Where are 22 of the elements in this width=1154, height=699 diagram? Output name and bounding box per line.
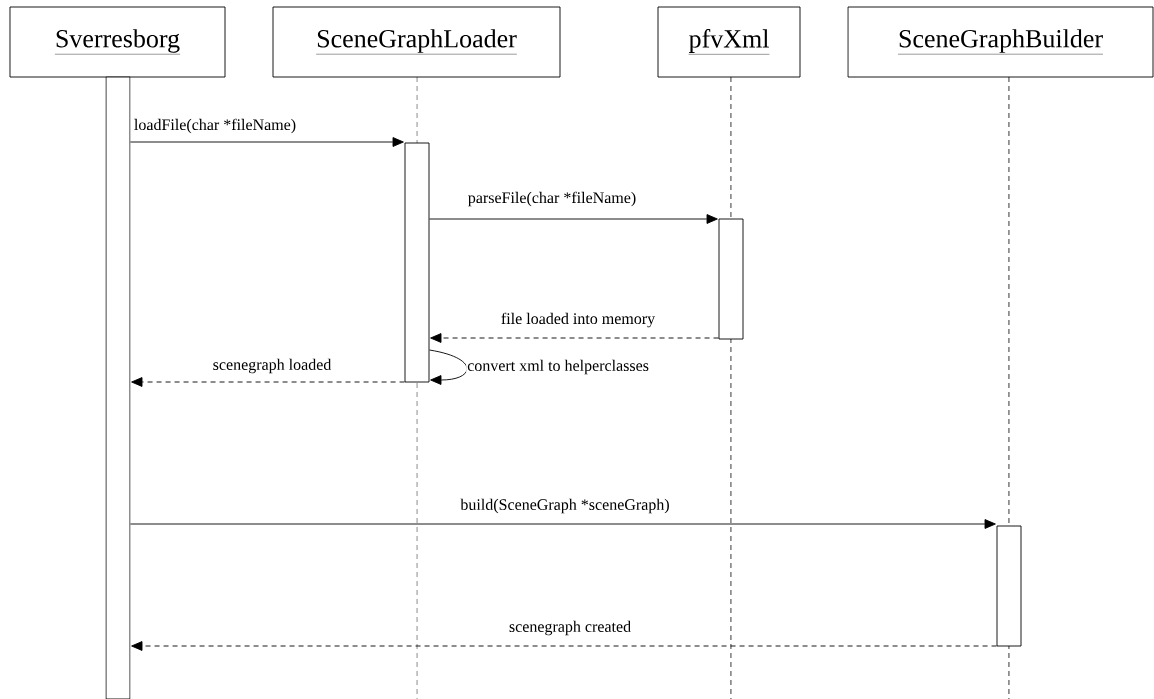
activation-bar [404, 142, 430, 383]
activation-bar [996, 525, 1022, 647]
edge-label: build(SceneGraph *sceneGraph) [459, 497, 671, 515]
edge-label: loadFile(char *fileName) [132, 117, 298, 135]
message-arrow [130, 137, 404, 147]
message-arrow [131, 641, 997, 651]
message-arrow [430, 333, 719, 343]
object-box: pfvXml [657, 6, 801, 78]
edge-label: scenegraph created [507, 619, 633, 637]
edge-label: file loaded into memory [499, 311, 657, 329]
edge-label: convert xml to helperclasses [466, 358, 650, 376]
object-box: SceneGraphBuilder [847, 6, 1154, 78]
message-arrow [131, 377, 405, 387]
message-arrow [429, 214, 718, 224]
object-box: SceneGraphLoader [272, 6, 561, 78]
activation-bar [105, 76, 131, 699]
activation-bar [718, 218, 744, 340]
edge-label: parseFile(char *fileName) [466, 190, 638, 208]
edge-label: scenegraph loaded [211, 357, 333, 375]
message-arrow [429, 349, 468, 385]
message-arrow [130, 519, 996, 529]
object-box: Sverresborg [9, 6, 226, 78]
